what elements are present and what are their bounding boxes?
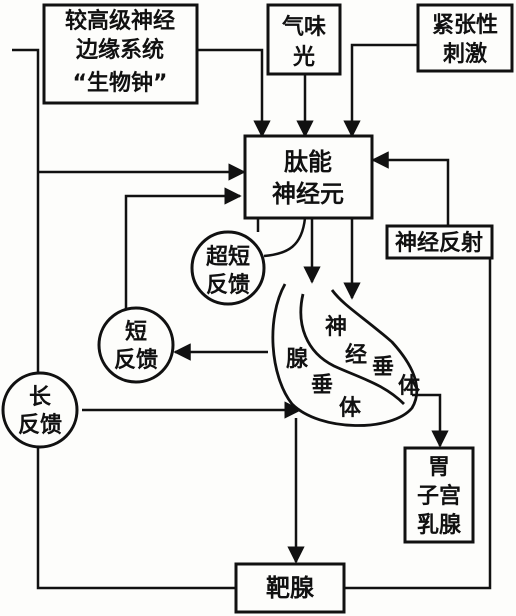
- neural-reflex-label: 神经反射: [395, 230, 483, 256]
- long-feedback-circle: [1, 371, 79, 449]
- higher-centers-box: [42, 3, 199, 105]
- target-organs-line3: 乳腺: [417, 512, 462, 538]
- smell-light-line2: 光: [292, 45, 315, 70]
- ultra-short-line2: 反馈: [206, 272, 250, 298]
- stress-line2: 刺激: [443, 41, 487, 67]
- target-gland-label: 靶腺: [266, 574, 315, 602]
- target-gland-box: [234, 562, 346, 614]
- target-organs-line2: 子宫: [417, 483, 461, 509]
- stress-box: [416, 3, 514, 73]
- adeno-char-2: 垂: [311, 373, 333, 398]
- ultra-short-curve: [263, 217, 307, 258]
- adeno-char-1: 腺: [286, 347, 309, 372]
- arrow-short-to-neuron: [124, 187, 242, 312]
- labels: 较高级神经 边缘系统 “生物钟” 气味 光 紧张性 刺激 肽能 神经元 神经反射…: [18, 8, 498, 602]
- neuro-char-4: 体: [398, 374, 421, 399]
- short-feedback-circle: [97, 306, 175, 384]
- feedback-circles: [1, 230, 266, 449]
- arrow-reflex-to-neuron: [371, 151, 450, 226]
- arrow-higher-to-neuron: [197, 48, 271, 138]
- boxes: [42, 3, 514, 614]
- pituitary-outline: [271, 283, 419, 427]
- smell-light-line1: 气味: [281, 14, 326, 40]
- peptidergic-line1: 肽能: [284, 148, 332, 176]
- target-organs-box: [403, 446, 475, 544]
- ultra-short-line1: 超短: [206, 245, 250, 270]
- target-organs-line1: 胃: [428, 455, 450, 480]
- higher-centers-line1: 较高级神经: [65, 8, 175, 34]
- short-feedback-line2: 反馈: [114, 347, 158, 373]
- long-feedback-line1: 长: [29, 385, 52, 410]
- neural-reflex-box: [385, 224, 494, 260]
- arrow-pituitary-to-organs: [412, 393, 449, 448]
- peptidergic-line2: 神经元: [272, 180, 344, 208]
- reflex-loop-lower: [344, 258, 492, 590]
- adeno-char-3: 体: [339, 396, 362, 421]
- arrow-stress-to-neuron: [343, 43, 418, 138]
- neuro-char-1: 神: [325, 314, 347, 340]
- ultra-short-feedback-circle: [190, 230, 266, 306]
- short-feedback-line1: 短: [125, 320, 147, 345]
- peptidergic-neuron-box: [243, 134, 374, 220]
- higher-centers-line3: “生物钟”: [73, 70, 168, 96]
- long-loop-lower: [36, 435, 236, 590]
- smell-light-box: [266, 3, 342, 76]
- higher-centers-line2: 边缘系统: [75, 37, 164, 63]
- neuro-char-3: 垂: [372, 355, 394, 380]
- stress-line1: 紧张性: [432, 13, 498, 38]
- long-loop-upper-left: [12, 48, 40, 384]
- long-feedback-line2: 反馈: [18, 412, 62, 438]
- neuro-char-2: 经: [345, 342, 367, 368]
